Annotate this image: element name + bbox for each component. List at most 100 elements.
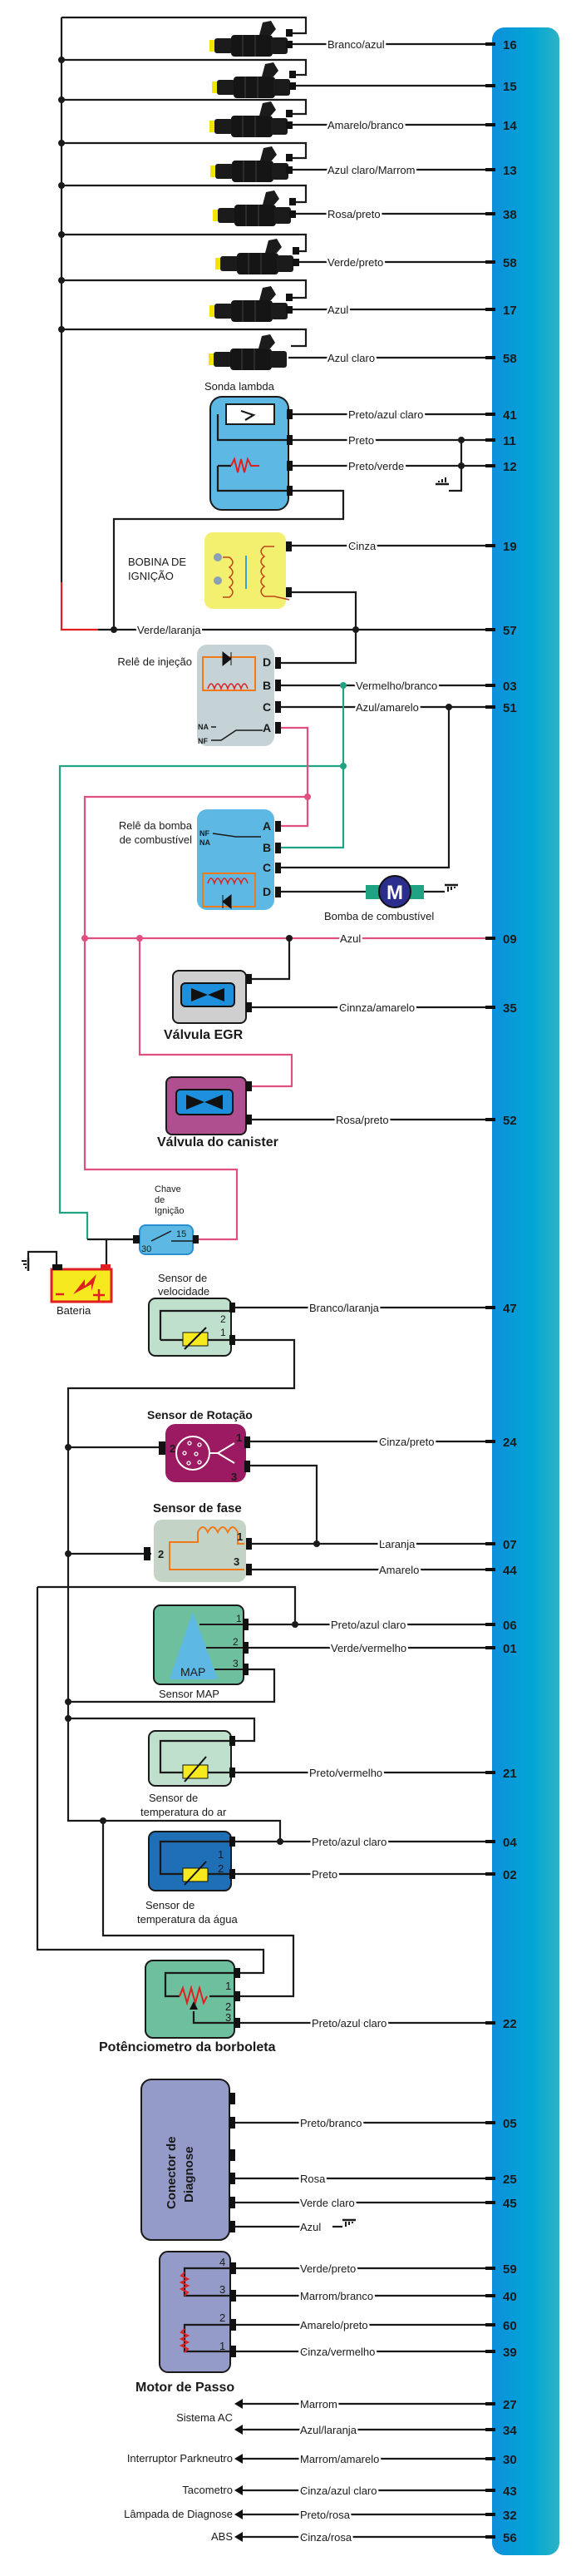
svg-text:B: B: [263, 841, 271, 854]
svg-text:2: 2: [218, 1862, 224, 1875]
svg-text:D: D: [263, 885, 271, 898]
svg-text:NF: NF: [198, 737, 208, 745]
pin-stub: [485, 705, 495, 709]
lambda-sensor: Sonda lambda: [204, 380, 293, 511]
ecu-pin-number: 30: [503, 2453, 517, 2467]
pin-stub: [485, 2294, 495, 2297]
canister-valve: Válvula do canister: [157, 1076, 278, 1150]
ecu-pin-number: 15: [503, 80, 517, 94]
wire-color-label: Amarelo/preto: [300, 2319, 368, 2331]
pin-stub: [485, 1118, 495, 1121]
ecu-connector-bar: [492, 27, 559, 2555]
wire-color-label: Verde/laranja: [137, 624, 201, 636]
diagnostic-ground-wire-label: Azul: [300, 2221, 321, 2233]
svg-text:1: 1: [236, 1431, 242, 1444]
ecu-pin-number: 01: [503, 1642, 517, 1656]
wire-color-label: Preto/branco: [300, 2117, 362, 2129]
ignition-switch: Chave de Ignição 30 15: [133, 1184, 199, 1255]
pin-stub: [485, 1306, 495, 1309]
pin-stub: [485, 2177, 495, 2180]
ecu-pin-number: 04: [503, 1836, 517, 1850]
wire-color-label: Preto/azul claro: [331, 1619, 406, 1631]
pin-stub: [485, 212, 495, 215]
external-connections: Sistema AC Interruptor Parkneutro Tacome…: [124, 2411, 233, 2543]
pin-stub: [485, 438, 495, 442]
svg-text:D: D: [263, 655, 271, 669]
arrow-left-icon: [234, 2485, 243, 2495]
pin-stub: [485, 84, 495, 87]
svg-text:1: 1: [220, 1327, 226, 1338]
svg-text:NA: NA: [199, 838, 210, 847]
ecu-pin-number: 58: [503, 256, 517, 270]
wire-color-label: Preto: [312, 1868, 337, 1881]
pin-stub: [485, 1623, 495, 1626]
svg-text:2: 2: [220, 1313, 226, 1325]
pin-stub: [485, 168, 495, 171]
pin-stub: [485, 684, 495, 687]
svg-text:Sensor de: Sensor de: [149, 1792, 198, 1804]
pin-stub: [485, 123, 495, 126]
wire-color-label: Preto: [348, 434, 374, 447]
svg-text:MAP: MAP: [180, 1665, 205, 1679]
ecu-pin-number: 05: [503, 2117, 517, 2131]
ecu-pin-number: 41: [503, 408, 517, 423]
ecu-pin-number: 24: [503, 1436, 517, 1450]
injector-icon: [209, 146, 289, 183]
pin-stub: [485, 2021, 495, 2025]
phase-sensor: Sensor de fase 1 2 3: [144, 1501, 252, 1582]
svg-text:C: C: [263, 861, 271, 874]
svg-text:2: 2: [225, 2000, 231, 2013]
wire-color-label: Azul claro/Marrom: [327, 164, 415, 176]
svg-text:de: de: [155, 1195, 165, 1205]
wire-color-label: Verde/preto: [327, 256, 383, 269]
lambda-sensor-title: Sonda lambda: [204, 380, 275, 393]
svg-text:4: 4: [219, 2256, 225, 2268]
wire-color-label: Amarelo: [379, 1564, 419, 1576]
svg-text:2: 2: [219, 2311, 225, 2324]
ecu-pin-number: 60: [503, 2319, 517, 2333]
wire-color-label: Preto/azul claro: [312, 2017, 387, 2030]
ecu-pin-number: 38: [503, 208, 517, 222]
wire-color-label: Marrom/branco: [300, 2290, 373, 2302]
stepper-motor: 4 3 2 1 Motor de Passo: [135, 2251, 236, 2395]
svg-text:B: B: [263, 679, 271, 692]
pin-stub: [485, 1646, 495, 1649]
wire-color-label: Preto/vermelho: [309, 1767, 382, 1779]
fuel-pump-relay: Relê da bomba de combustível NF NA A B C…: [119, 809, 281, 910]
pin-stub: [485, 544, 495, 547]
svg-text:30: 30: [141, 1244, 151, 1254]
injector-icon: [209, 20, 288, 57]
wire-color-label: Cinza/vermelho: [300, 2346, 375, 2358]
injector-icon: [212, 190, 292, 227]
ecu-pin-number: 27: [503, 2398, 517, 2412]
ecu-pin-number: 09: [503, 932, 517, 947]
map-sensor-title: Sensor MAP: [159, 1688, 219, 1700]
pin-stub: [485, 2489, 495, 2492]
injector-icon: [209, 285, 288, 323]
ecu-pin-number: 52: [503, 1114, 517, 1128]
pin-stub: [485, 308, 495, 311]
pin-stub: [485, 1006, 495, 1009]
map-sensor: MAP 1 2 3 Sensor MAP: [153, 1604, 249, 1700]
ecu-pin-number: 16: [503, 38, 517, 52]
pin-stub: [485, 464, 495, 467]
svg-text:3: 3: [231, 1471, 237, 1483]
wiring: [20, 16, 465, 2228]
svg-text:1: 1: [218, 1848, 224, 1861]
ecu-pin-number: 21: [503, 1767, 517, 1781]
pin-stub: [485, 42, 495, 46]
pin-stub: [485, 1542, 495, 1545]
ecu-pin-number: 43: [503, 2485, 517, 2499]
